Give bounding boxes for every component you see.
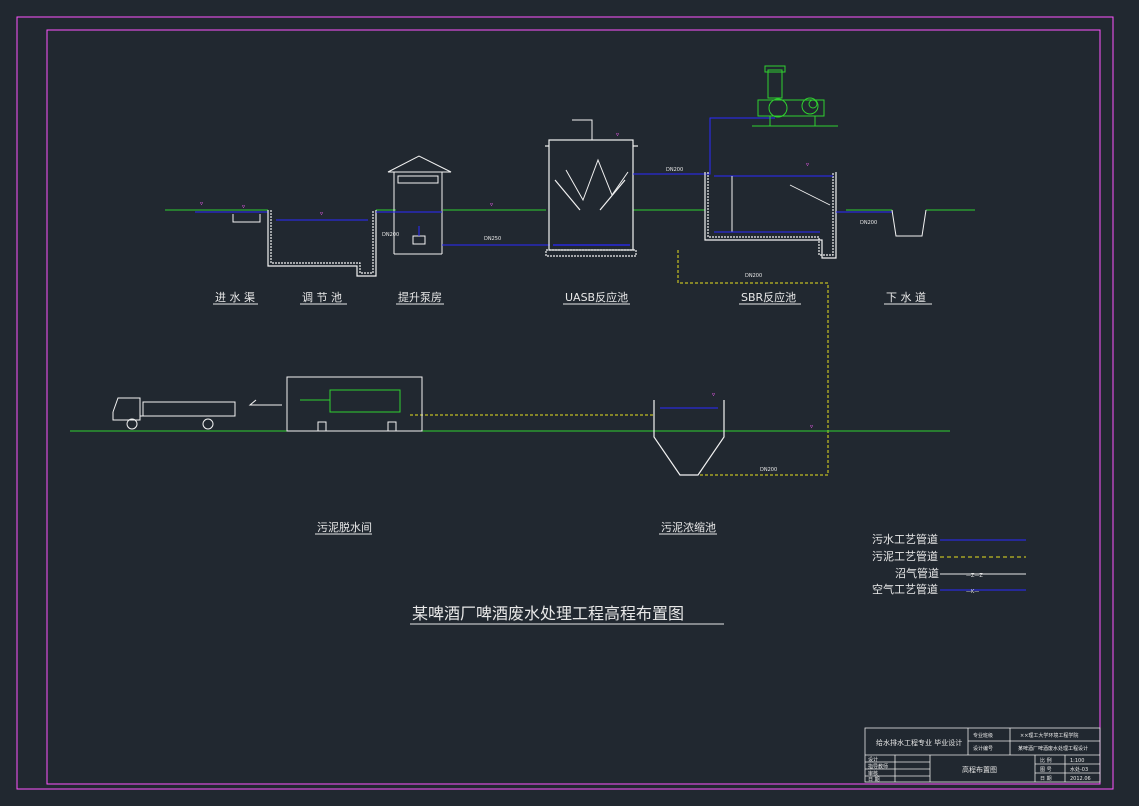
tb-row-left4: 日 期 bbox=[868, 777, 880, 783]
pipe-size-1: DN200 bbox=[382, 232, 399, 238]
elevation-marks: ▽ ▽ ▽ ▽ ▽ ▽ ▽ ▽ bbox=[200, 132, 813, 430]
pipe-size-6: DN200 bbox=[760, 467, 777, 473]
pipe-size-3: DN200 bbox=[666, 167, 683, 173]
tb-col-a2: 设计编号 bbox=[973, 745, 993, 752]
dewatering-room bbox=[286, 376, 423, 432]
svg-text:▽: ▽ bbox=[242, 204, 245, 210]
pump-house bbox=[376, 155, 452, 255]
tb-drawing-name: 高程布置图 bbox=[962, 765, 997, 774]
label-inlet: 进 水 渠 bbox=[215, 291, 255, 304]
svg-text:▽: ▽ bbox=[200, 201, 203, 207]
pipe-size-4: DN200 bbox=[745, 273, 762, 279]
legend-marker-3: —Z—Z bbox=[966, 573, 983, 579]
label-uasb: UASB反应池 bbox=[565, 290, 628, 304]
tb-scale-label: 比 例 bbox=[1040, 757, 1052, 764]
outlet-sewer bbox=[891, 209, 927, 237]
drawing-title: 某啤酒厂啤酒废水处理工程高程布置图 bbox=[412, 604, 684, 623]
tb-col-a1: 专业班级 bbox=[973, 732, 993, 739]
pipe-size-5: DN200 bbox=[860, 220, 877, 226]
pipe-uasb-to-sbr bbox=[633, 117, 775, 175]
blower-unit bbox=[752, 65, 838, 127]
truck-icon bbox=[112, 397, 236, 430]
legend-label-3: 沼气管道 bbox=[895, 566, 939, 580]
inner-frame bbox=[46, 29, 1101, 785]
svg-text:▽: ▽ bbox=[806, 162, 809, 168]
pipe-size-2: DN250 bbox=[484, 236, 501, 242]
uasb-reactor bbox=[545, 119, 638, 257]
tb-project: 给水排水工程专业 毕业设计 bbox=[876, 738, 962, 747]
label-dewatering-room: 污泥脱水间 bbox=[317, 520, 372, 534]
label-pump-house: 提升泵房 bbox=[398, 291, 442, 304]
tb-sheet-value: 水处-03 bbox=[1070, 766, 1088, 773]
title-block bbox=[864, 727, 1101, 783]
svg-text:▽: ▽ bbox=[490, 202, 493, 208]
legend-marker-4: —K— bbox=[966, 589, 979, 595]
svg-text:▽: ▽ bbox=[712, 392, 715, 398]
tb-date-value: 2012.06 bbox=[1070, 776, 1091, 782]
sludge-thickener bbox=[653, 400, 725, 476]
tb-row-left3: 审核 bbox=[868, 770, 878, 777]
label-sbr: SBR反应池 bbox=[741, 290, 796, 304]
tb-design: 某啤酒厂啤酒废水处理工程设计 bbox=[1018, 745, 1088, 752]
sludge-pipe-main bbox=[677, 250, 829, 476]
tb-row-left2: 指导教师 bbox=[868, 763, 888, 770]
outer-frame bbox=[16, 16, 1114, 790]
tb-scale-value: 1:100 bbox=[1070, 758, 1084, 764]
regulating-tank bbox=[267, 210, 377, 277]
label-thickener: 污泥浓缩池 bbox=[661, 521, 716, 534]
legend-label-2: 污泥工艺管道 bbox=[872, 549, 938, 563]
structure-labels: 进 水 渠 调 节 池 提升泵房 UASB反应池 SBR反应池 下 水 道 污泥… bbox=[213, 290, 932, 535]
sbr-reactor bbox=[704, 172, 892, 259]
svg-text:▽: ▽ bbox=[616, 132, 619, 138]
arrow-to-truck bbox=[248, 399, 282, 406]
legend-label-1: 污水工艺管道 bbox=[872, 532, 938, 546]
tb-row-left1: 设计 bbox=[868, 756, 878, 763]
label-regulating-tank: 调 节 池 bbox=[302, 291, 342, 304]
tb-sheet-label: 图 号 bbox=[1040, 767, 1052, 773]
label-outlet: 下 水 道 bbox=[886, 290, 926, 304]
tb-date-label: 日 期 bbox=[1040, 776, 1052, 782]
tb-school: ××理工大学环境工程学院 bbox=[1020, 732, 1078, 739]
svg-text:▽: ▽ bbox=[320, 211, 323, 217]
legend-label-4: 空气工艺管道 bbox=[872, 582, 938, 596]
svg-text:▽: ▽ bbox=[810, 424, 813, 430]
inlet-channel bbox=[195, 211, 268, 223]
legend: 污水工艺管道 污泥工艺管道 沼气管道 —Z—Z 空气工艺管道 —K— bbox=[872, 532, 1026, 596]
